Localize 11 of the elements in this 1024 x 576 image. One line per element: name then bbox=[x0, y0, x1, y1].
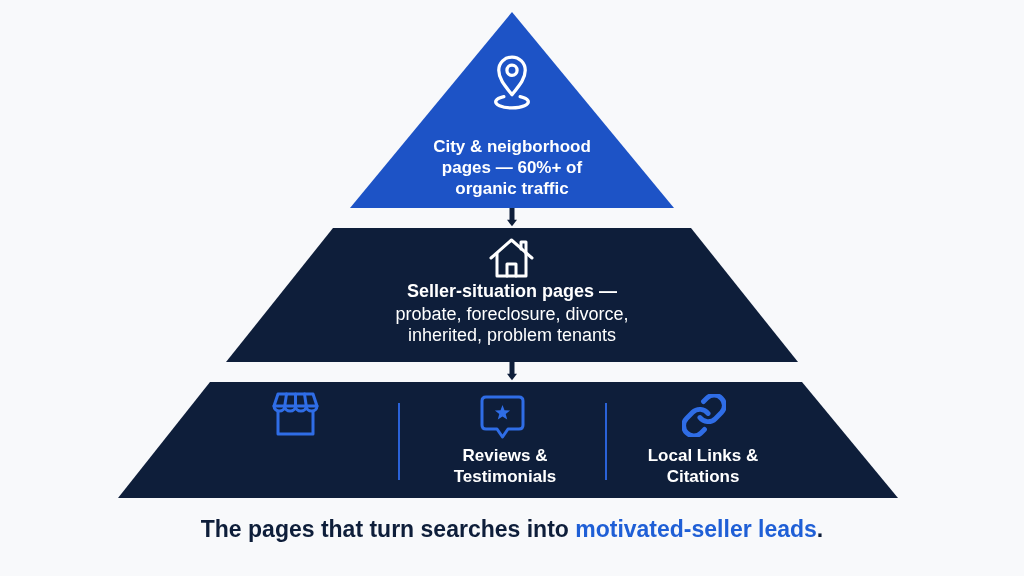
tier-label: City & neigborhood pages — 60%+ of organic traffic bbox=[432, 136, 592, 199]
tier-heading: Seller-situation pages — bbox=[405, 280, 619, 302]
arrow bbox=[507, 362, 517, 381]
pyramid-middle-tier bbox=[226, 228, 798, 362]
pyramid-top-triangle bbox=[350, 12, 674, 208]
pyramid-base-tier bbox=[118, 382, 898, 498]
tier-description: probate, foreclosure, divorce, inherited, problem tenants bbox=[394, 304, 630, 346]
pillar-label: Reviews & Testimonials bbox=[452, 445, 558, 487]
arrow bbox=[507, 208, 517, 227]
caption: The pages that turn searches into motivated-seller leads. bbox=[200, 515, 824, 543]
pillar-label: Local Links & Citations bbox=[646, 445, 760, 487]
